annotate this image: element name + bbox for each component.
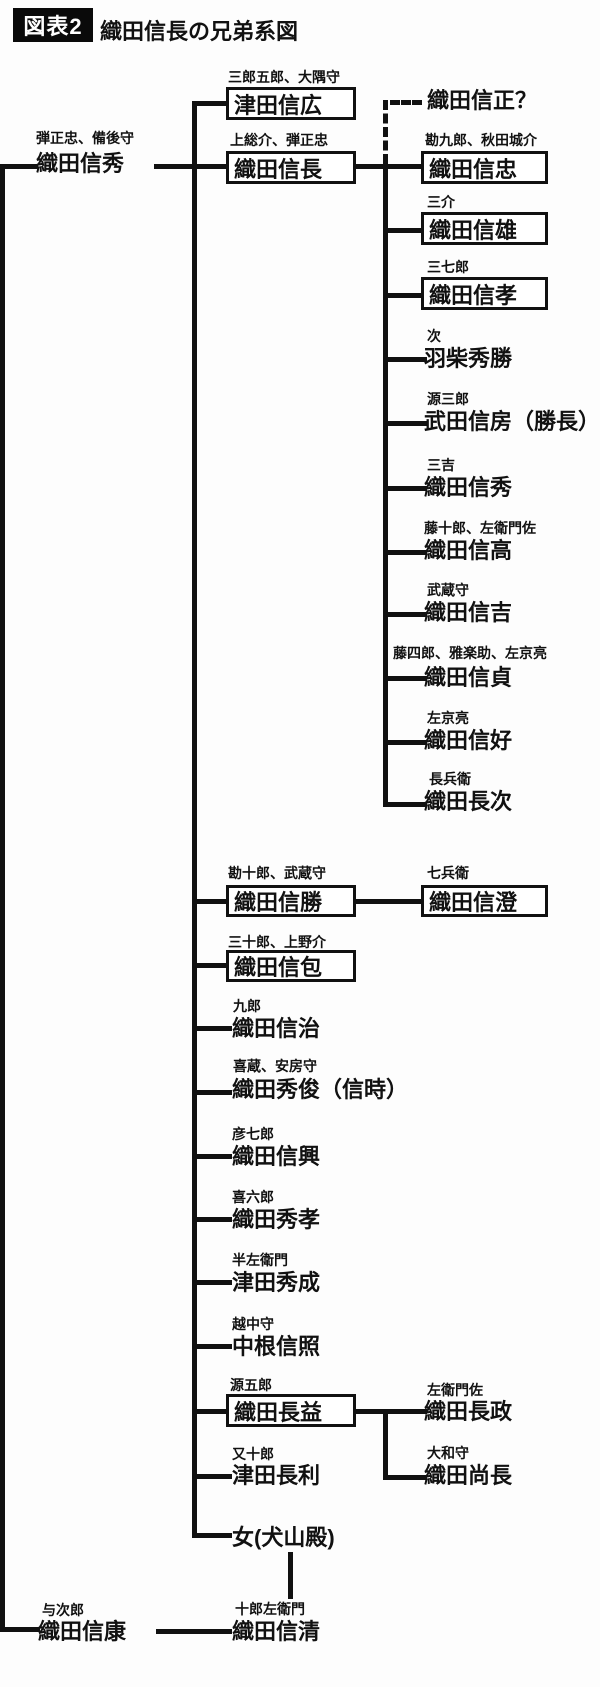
person-nobukane: 織田信包 bbox=[226, 950, 356, 982]
kin-nobukiyo: 十郎左衛門 bbox=[235, 1601, 305, 1617]
tick-nobukatsu bbox=[192, 899, 226, 904]
person-nobuteru: 中根信照 bbox=[232, 1334, 321, 1359]
tick-nobuhide2 bbox=[383, 486, 427, 491]
tick-hidekatsu bbox=[383, 357, 427, 362]
tick-nobuo bbox=[383, 228, 421, 233]
person-hidenari: 津田秀成 bbox=[232, 1270, 321, 1295]
nagamasu-children-line bbox=[383, 1409, 388, 1480]
line-nobuyasu-nobukiyo bbox=[156, 1629, 232, 1634]
person-nobuyoshi: 織田信吉 bbox=[424, 600, 513, 625]
line-nobukatsu-nobusumi bbox=[356, 899, 421, 904]
tick-hidetaka bbox=[192, 1217, 232, 1222]
tick-nobuhide bbox=[0, 164, 38, 169]
person-nobuharu: 織田信治 bbox=[232, 1016, 321, 1041]
gen3-sibling-line bbox=[383, 164, 388, 807]
kin-nobuo: 三介 bbox=[427, 194, 455, 210]
tick-nobuharu bbox=[192, 1026, 232, 1031]
tick-nobuyoshi bbox=[383, 612, 427, 617]
person-nobukiyo: 織田信清 bbox=[232, 1619, 321, 1644]
person-nobuyasu: 織田信康 bbox=[38, 1619, 127, 1644]
line-nobunaga-nobutada bbox=[356, 164, 421, 169]
person-nobukatsu: 織田信勝 bbox=[226, 885, 356, 917]
kin-nagatoshi: 又十郎 bbox=[232, 1446, 274, 1462]
tick-nagamasu bbox=[192, 1409, 226, 1414]
person-nobuhiro: 津田信広 bbox=[226, 87, 356, 120]
kin-nobutaka: 三七郎 bbox=[427, 259, 469, 275]
kin-hidetoshi: 喜蔵、安房守 bbox=[233, 1058, 317, 1074]
dashed-line-nobumasa bbox=[390, 100, 422, 105]
kin-hidekatsu: 次 bbox=[427, 328, 441, 344]
person-nobufusa: 武田信房（勝長） bbox=[424, 409, 600, 434]
person-hidetoshi: 織田秀俊（信時） bbox=[232, 1077, 409, 1102]
person-nobuhide2: 織田信秀 bbox=[424, 475, 513, 500]
tick-nobuhiro bbox=[192, 101, 226, 106]
gen1-sibling-line bbox=[0, 164, 5, 1632]
kin-nobuhide2: 三吉 bbox=[427, 457, 455, 473]
kin-nobuharu: 九郎 bbox=[233, 998, 261, 1014]
tick-nobuoki bbox=[192, 1154, 232, 1159]
kin-nobukatsu: 勘十郎、武蔵守 bbox=[228, 865, 326, 881]
person-nobuo: 織田信雄 bbox=[421, 212, 548, 245]
person-nagatsugu: 織田長次 bbox=[424, 789, 513, 814]
person-nobusumi: 織田信澄 bbox=[421, 885, 548, 917]
person-hidetaka: 織田秀孝 bbox=[232, 1207, 321, 1232]
kin-nobunaga: 上総介、弾正忠 bbox=[230, 132, 328, 148]
tick-nobukane bbox=[192, 963, 226, 968]
person-hidekatsu: 羽柴秀勝 bbox=[424, 346, 513, 371]
tick-nobutaka2 bbox=[383, 550, 427, 555]
tick-nagatsugu bbox=[383, 802, 427, 807]
tick-inuyama bbox=[192, 1533, 232, 1538]
kin-nobuyoshi2: 左京亮 bbox=[427, 710, 469, 726]
person-nagamasa: 織田長政 bbox=[424, 1399, 513, 1424]
person-naonaga: 織田尚長 bbox=[424, 1463, 513, 1488]
kin-nobukane: 三十郎、上野介 bbox=[228, 934, 326, 950]
person-nagatoshi: 津田長利 bbox=[232, 1463, 321, 1488]
kin-nobuoki: 彦七郎 bbox=[232, 1126, 274, 1142]
person-nobutada: 織田信忠 bbox=[421, 151, 548, 184]
kin-naonaga: 大和守 bbox=[427, 1445, 469, 1461]
line-nagamasu-nagamasa bbox=[356, 1409, 427, 1414]
diagram-title: 織田信長の兄弟系図 bbox=[100, 19, 299, 44]
line-inuyama-marriage bbox=[288, 1552, 293, 1599]
person-nagamasu: 織田長益 bbox=[226, 1394, 356, 1427]
tick-hidetoshi bbox=[192, 1090, 232, 1095]
kin-nobuhide: 弾正忠、備後守 bbox=[36, 130, 134, 146]
kin-nobufusa: 源三郎 bbox=[427, 391, 469, 407]
kin-nagamasu: 源五郎 bbox=[230, 1377, 272, 1393]
kin-nobuteru: 越中守 bbox=[232, 1316, 274, 1332]
tick-nobutaka bbox=[383, 293, 421, 298]
kin-nobutada: 勘九郎、秋田城介 bbox=[425, 132, 537, 148]
tick-hidenari bbox=[192, 1280, 232, 1285]
dashed-line-nobumasa-vertical bbox=[383, 100, 388, 164]
kin-nagamasa: 左衛門佐 bbox=[427, 1382, 483, 1398]
tick-nobufusa bbox=[383, 421, 427, 426]
person-nobusada: 織田信貞 bbox=[424, 665, 513, 690]
kin-nobutaka2: 藤十郎、左衛門佐 bbox=[424, 520, 536, 536]
figure-badge: 図表2 bbox=[13, 8, 93, 42]
person-nobuyoshi2: 織田信好 bbox=[424, 728, 513, 753]
person-nobutaka: 織田信孝 bbox=[421, 277, 548, 310]
kin-nagatsugu: 長兵衛 bbox=[429, 771, 471, 787]
person-nobutaka2: 織田信高 bbox=[424, 538, 513, 563]
kin-hidenari: 半左衛門 bbox=[232, 1252, 288, 1268]
kin-nobuyasu: 与次郎 bbox=[42, 1602, 84, 1618]
line-nobuhide-children bbox=[154, 164, 226, 169]
tick-nobuyasu bbox=[0, 1627, 40, 1632]
kin-nobuyoshi: 武蔵守 bbox=[427, 582, 469, 598]
tick-nobuyoshi2 bbox=[383, 740, 427, 745]
gen2-sibling-line bbox=[192, 101, 197, 1538]
kin-nobusada: 藤四郎、雅楽助、左京亮 bbox=[393, 645, 547, 661]
person-inuyama: 女(犬山殿) bbox=[232, 1525, 335, 1550]
tick-nobusada bbox=[383, 676, 427, 681]
person-nobuoki: 織田信興 bbox=[232, 1144, 321, 1169]
tick-naonaga bbox=[383, 1475, 427, 1480]
person-nobumasa: 織田信正？ bbox=[427, 88, 538, 113]
kin-hidetaka: 喜六郎 bbox=[232, 1189, 274, 1205]
person-nobuhide: 織田信秀 bbox=[36, 151, 125, 176]
kin-nobuhiro: 三郎五郎、大隅守 bbox=[228, 69, 340, 85]
kin-nobusumi: 七兵衛 bbox=[427, 865, 469, 881]
person-nobunaga: 織田信長 bbox=[226, 151, 356, 184]
tick-nobuteru bbox=[192, 1344, 232, 1349]
tick-nagatoshi bbox=[192, 1474, 232, 1479]
